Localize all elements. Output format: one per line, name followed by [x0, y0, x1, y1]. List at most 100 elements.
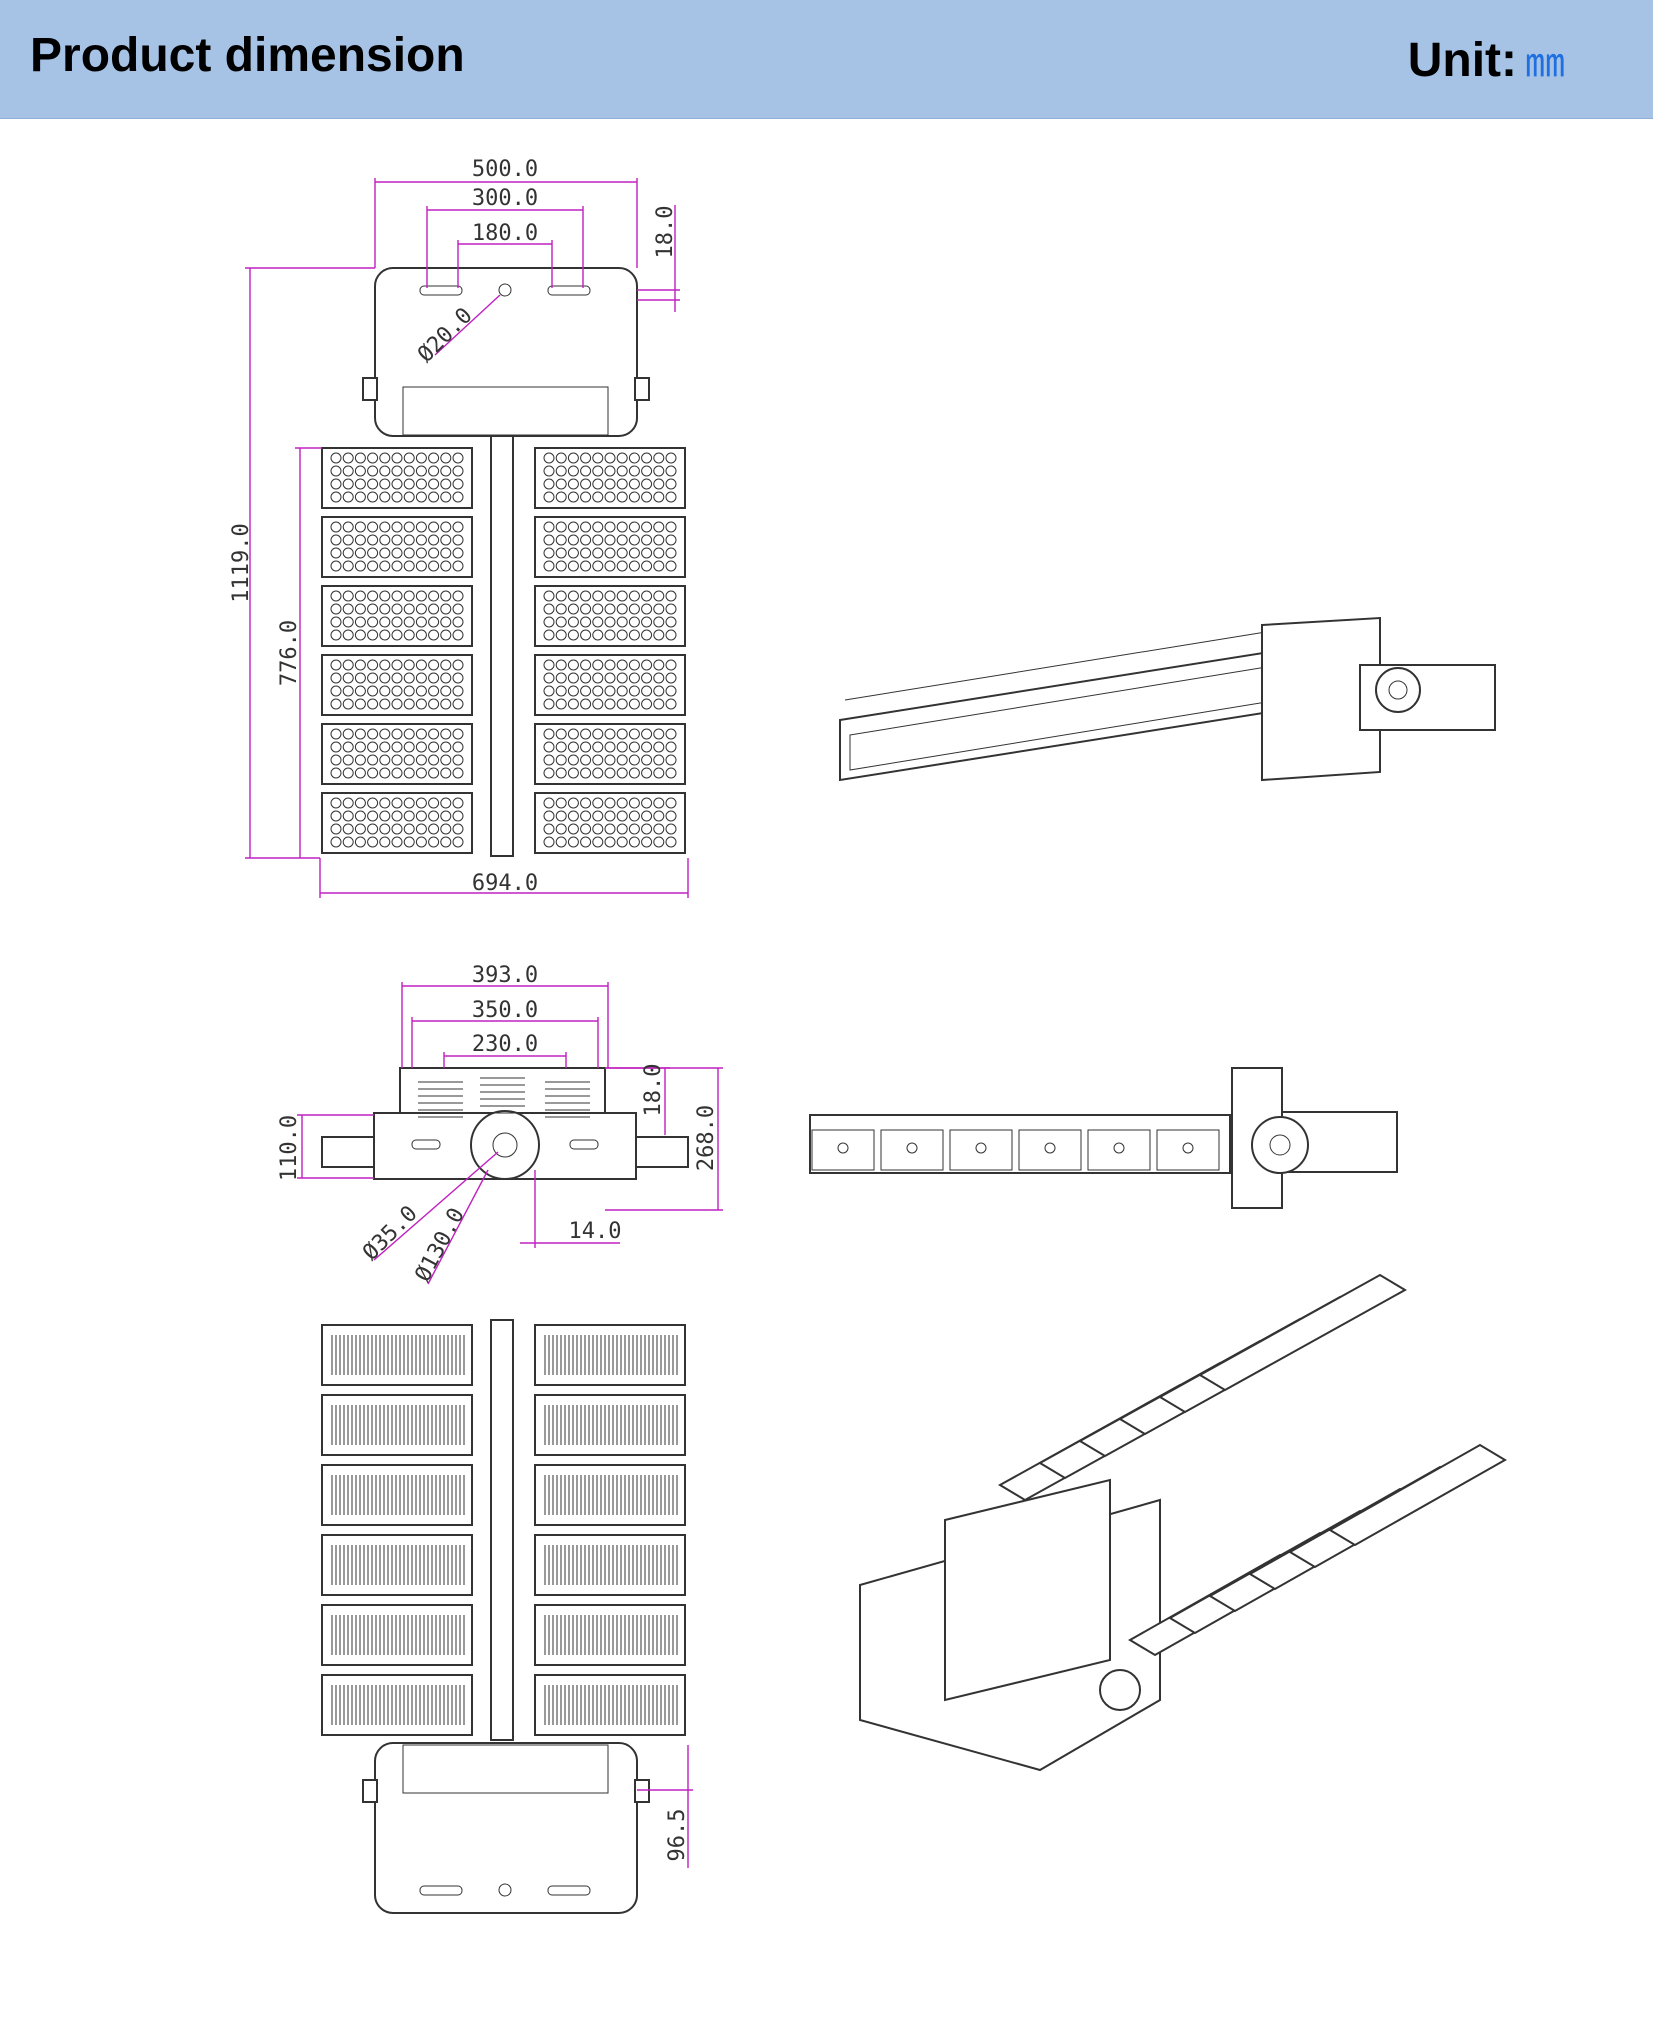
led-lens	[665, 452, 677, 464]
led-lens	[604, 836, 616, 848]
led-lens	[379, 836, 391, 848]
led-lens	[379, 491, 391, 503]
led-module	[534, 723, 686, 785]
led-lens	[391, 547, 403, 559]
led-lens	[330, 767, 342, 779]
iso-bracket-box	[1261, 616, 1381, 782]
led-lens	[567, 741, 579, 753]
led-lens	[452, 491, 464, 503]
led-lens	[379, 547, 391, 559]
led-lens	[330, 741, 342, 753]
led-lens	[452, 465, 464, 477]
led-lens	[452, 452, 464, 464]
led-lens	[428, 823, 440, 835]
led-lens	[567, 603, 579, 615]
led-lens	[428, 728, 440, 740]
led-lens	[354, 685, 366, 697]
led-lens	[543, 685, 555, 697]
elevation-pivot	[1251, 1116, 1309, 1174]
led-lens	[330, 810, 342, 822]
led-lens	[379, 465, 391, 477]
led-lens	[428, 616, 440, 628]
unit-indicator: Unit:㎜	[1408, 30, 1565, 88]
led-lens	[330, 685, 342, 697]
led-lens	[665, 478, 677, 490]
led-lens	[580, 521, 592, 533]
led-lens	[403, 534, 415, 546]
led-lens	[403, 590, 415, 602]
iso-driver-box	[944, 1478, 1111, 1702]
led-lens	[452, 728, 464, 740]
led-lens	[379, 672, 391, 684]
led-lens	[354, 521, 366, 533]
led-lens	[330, 478, 342, 490]
led-lens	[367, 478, 379, 490]
led-lens	[628, 478, 640, 490]
led-lens	[555, 728, 567, 740]
led-module	[534, 516, 686, 578]
led-lens	[415, 590, 427, 602]
led-lens	[555, 629, 567, 641]
led-lens	[330, 659, 342, 671]
led-lens	[367, 741, 379, 753]
finned-module	[534, 1604, 686, 1666]
led-lens	[428, 629, 440, 641]
led-lens	[428, 590, 440, 602]
led-lens	[391, 521, 403, 533]
led-lens	[580, 534, 592, 546]
led-lens	[628, 590, 640, 602]
led-lens	[592, 478, 604, 490]
led-lens	[641, 754, 653, 766]
led-lens	[555, 698, 567, 710]
led-lens	[580, 491, 592, 503]
led-lens	[616, 478, 628, 490]
led-lens	[440, 629, 452, 641]
led-lens	[543, 797, 555, 809]
led-lens	[592, 629, 604, 641]
led-lens	[428, 521, 440, 533]
led-lens	[580, 452, 592, 464]
finned-module	[534, 1394, 686, 1456]
bracket-slot-left	[419, 285, 463, 296]
led-lens	[592, 590, 604, 602]
led-lens	[543, 478, 555, 490]
led-lens	[440, 521, 452, 533]
led-lens	[330, 823, 342, 835]
led-lens	[379, 534, 391, 546]
led-lens	[567, 836, 579, 848]
led-lens	[641, 534, 653, 546]
led-lens	[580, 672, 592, 684]
led-lens	[379, 685, 391, 697]
led-lens	[628, 547, 640, 559]
led-lens	[616, 629, 628, 641]
led-lens	[428, 767, 440, 779]
led-lens	[616, 685, 628, 697]
dim-label-268: 268.0	[694, 1105, 719, 1171]
led-lens	[567, 698, 579, 710]
led-lens	[391, 797, 403, 809]
led-lens	[354, 698, 366, 710]
led-lens	[665, 685, 677, 697]
led-lens	[580, 685, 592, 697]
finned-module	[321, 1604, 473, 1666]
led-lens	[367, 603, 379, 615]
elevation-module	[1156, 1129, 1220, 1171]
led-lens	[604, 685, 616, 697]
side-view: 393.0 350.0 230.0 18.0 268.0 110.0 Ø35.0…	[277, 963, 723, 1286]
led-lens	[592, 741, 604, 753]
led-lens	[452, 836, 464, 848]
led-lens	[665, 698, 677, 710]
led-lens	[628, 560, 640, 572]
led-lens	[440, 685, 452, 697]
led-lens	[415, 741, 427, 753]
led-lens	[616, 547, 628, 559]
led-lens	[342, 698, 354, 710]
led-lens	[641, 767, 653, 779]
led-lens	[653, 560, 665, 572]
led-lens	[342, 491, 354, 503]
led-lens	[555, 478, 567, 490]
led-lens	[354, 754, 366, 766]
led-lens	[604, 698, 616, 710]
led-lens	[391, 823, 403, 835]
led-lens	[415, 452, 427, 464]
